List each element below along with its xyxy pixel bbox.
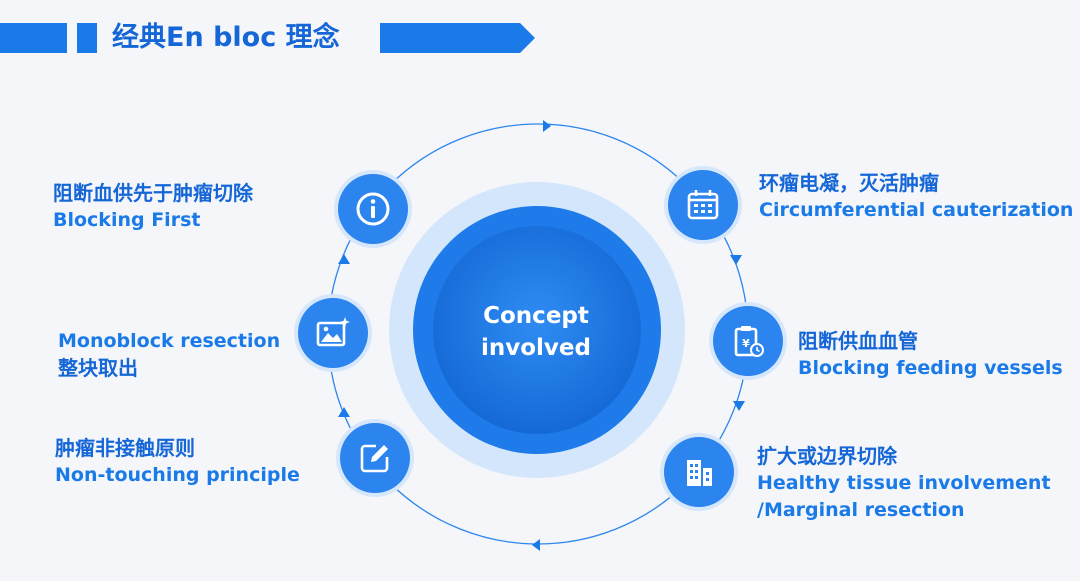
label-marginal-resection: 扩大或边界切除 Healthy tissue involvement /Marg… (757, 443, 1051, 524)
label-marginal-resection-en1: Healthy tissue involvement (757, 472, 1051, 494)
node-non-touching-principle (340, 423, 410, 493)
ring-arrow-bottom (532, 539, 540, 551)
calendar-icon (687, 190, 719, 220)
center-core (433, 226, 641, 434)
center-label-line1: Concept (483, 303, 589, 329)
label-non-touching-principle-en: Non-touching principle (55, 464, 300, 486)
center-label: Concept involved (436, 300, 636, 364)
node-monoblock-resection (298, 298, 368, 368)
label-blocking-first-zh: 阻断血供先于肿瘤切除 (53, 181, 253, 205)
label-non-touching-principle-zh: 肿瘤非接触原则 (55, 436, 195, 460)
label-marginal-resection-en2: /Marginal resection (757, 499, 965, 521)
clipboard-icon: ¥ (734, 326, 764, 357)
building-icon (687, 460, 712, 486)
label-blocking-first: 阻断血供先于肿瘤切除 Blocking First (53, 180, 253, 234)
ring-arrow-right-upper (730, 255, 742, 265)
label-blocking-feeding-vessels-zh: 阻断供血血管 (798, 329, 918, 353)
label-circumferential-cauterization-zh: 环瘤电凝，灭活肿瘤 (759, 171, 939, 195)
center-label-line2: involved (481, 335, 591, 361)
image-icon (316, 317, 350, 347)
label-monoblock-resection-en: Monoblock resection (58, 330, 281, 352)
label-marginal-resection-zh: 扩大或边界切除 (757, 444, 897, 468)
ring-arrow-top (543, 120, 551, 132)
ring-arrow-left-lower (338, 407, 350, 417)
node-blocking-first (338, 174, 408, 244)
svg-text:¥: ¥ (742, 337, 750, 350)
node-marginal-resection (664, 437, 734, 507)
label-blocking-feeding-vessels: 阻断供血血管 Blocking feeding vessels (798, 328, 1063, 382)
node-blocking-feeding-vessels: ¥ (713, 306, 783, 376)
page-title: 经典En bloc 理念 (112, 22, 340, 53)
header-bar-left-small (77, 23, 97, 53)
label-non-touching-principle: 肿瘤非接触原则 Non-touching principle (55, 435, 300, 489)
info-icon (356, 192, 390, 226)
label-circumferential-cauterization-en: Circumferential cauterization (759, 199, 1074, 221)
label-circumferential-cauterization: 环瘤电凝，灭活肿瘤 Circumferential cauterization (759, 170, 1073, 224)
label-monoblock-resection: Monoblock resection 整块取出 (58, 328, 280, 382)
header-arrow-bar (380, 23, 535, 53)
ring-arrow-right-lower (733, 401, 745, 411)
ring-arrow-left-upper (338, 254, 350, 264)
header-bar-left (0, 23, 67, 53)
edit-icon (360, 444, 389, 473)
label-monoblock-resection-zh: 整块取出 (58, 356, 138, 380)
label-blocking-first-en: Blocking First (53, 209, 201, 231)
header-banner: 经典En bloc 理念 (0, 20, 1080, 60)
node-circumferential-cauterization (668, 170, 738, 240)
label-blocking-feeding-vessels-en: Blocking feeding vessels (798, 357, 1063, 379)
